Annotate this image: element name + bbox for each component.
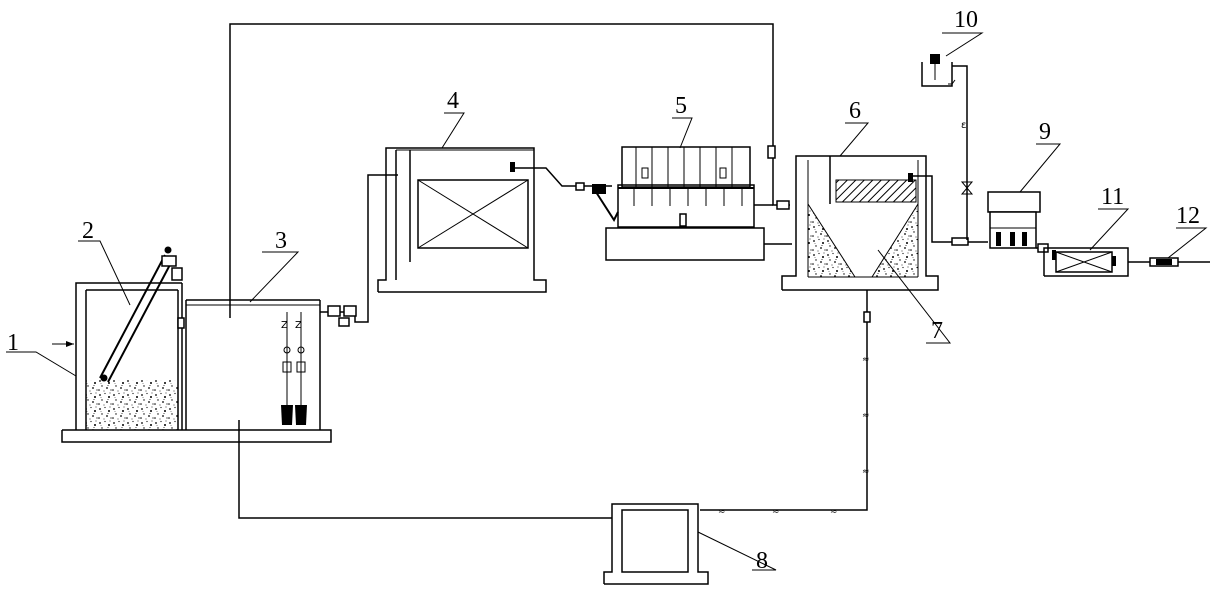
reactor-tank-4 bbox=[377, 147, 612, 293]
label-8: 8 bbox=[756, 548, 768, 574]
dosing-tank-10: ε bbox=[921, 54, 974, 240]
label-1: 1 bbox=[7, 330, 19, 356]
svg-text:≈: ≈ bbox=[718, 507, 726, 517]
svg-text:≈: ≈ bbox=[772, 507, 780, 517]
svg-text:≈: ≈ bbox=[862, 467, 870, 477]
final-filter-11 bbox=[1043, 247, 1210, 277]
label-7: 7 bbox=[931, 318, 943, 344]
label-5: 5 bbox=[675, 93, 687, 119]
leader-lines bbox=[6, 32, 1208, 571]
sludge-tank-8 bbox=[603, 503, 709, 585]
bar-screen-2 bbox=[99, 246, 183, 383]
base-slab bbox=[61, 429, 332, 443]
label-3: 3 bbox=[275, 228, 287, 254]
outlet-meter-12 bbox=[1149, 257, 1179, 267]
pump-assembly: Z Z bbox=[281, 312, 307, 425]
svg-text:≈: ≈ bbox=[830, 507, 838, 517]
svg-text:≈: ≈ bbox=[862, 355, 870, 365]
regulating-tank-3: Z Z bbox=[177, 174, 612, 519]
svg-text:ε: ε bbox=[961, 120, 966, 131]
label-12: 12 bbox=[1176, 203, 1200, 229]
svg-text:Z: Z bbox=[281, 320, 288, 331]
sludge-fill bbox=[86, 380, 178, 430]
label-11: 11 bbox=[1101, 184, 1124, 210]
settling-filter-6: ≈ ≈ ≈ ≈ ≈ ≈ bbox=[700, 155, 988, 517]
svg-text:≈: ≈ bbox=[862, 411, 870, 421]
treatment-unit-9 bbox=[987, 191, 1049, 253]
screen-chamber-1 bbox=[52, 282, 183, 430]
label-10: 10 bbox=[954, 7, 978, 33]
label-6: 6 bbox=[849, 98, 861, 124]
label-2: 2 bbox=[82, 218, 94, 244]
label-4: 4 bbox=[447, 88, 459, 114]
filter-press-5 bbox=[592, 146, 792, 261]
svg-text:Z: Z bbox=[295, 320, 302, 331]
label-9: 9 bbox=[1039, 119, 1051, 145]
